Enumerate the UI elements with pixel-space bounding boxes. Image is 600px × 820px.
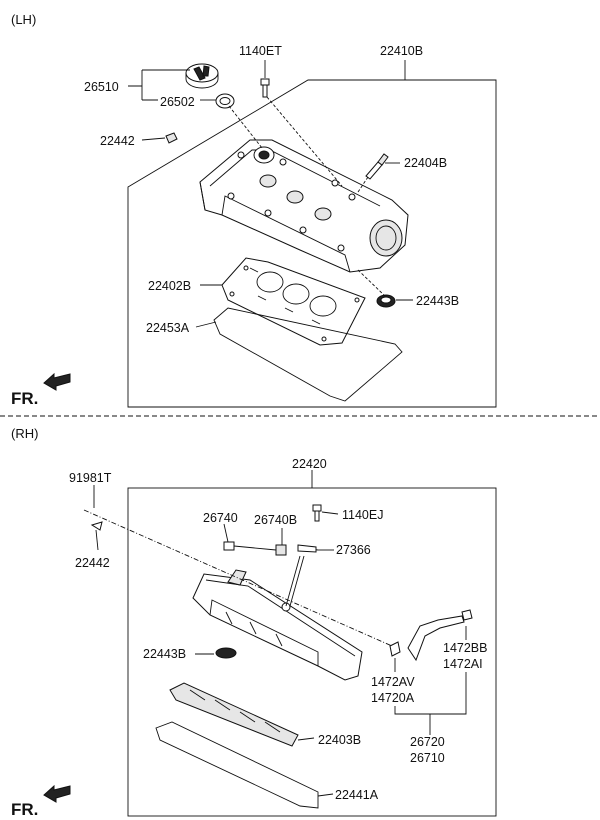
- filler-cap-seal: [215, 93, 235, 109]
- rh-plug-22442: [90, 521, 103, 531]
- front-arrow-icon-rh: [43, 784, 71, 803]
- label-26740B: 26740B: [254, 513, 297, 527]
- label-26720: 26720: [410, 735, 445, 749]
- label-1140EJ: 1140EJ: [342, 508, 383, 522]
- label-1472AV: 1472AV: [371, 675, 415, 689]
- label-22441A: 22441A: [335, 788, 379, 802]
- front-indicator-rh: FR.: [11, 800, 38, 819]
- lh-spark-plug-gasket-plate: [221, 257, 366, 346]
- label-26510: 26510: [84, 80, 119, 94]
- front-indicator-lh: FR.: [11, 389, 38, 408]
- lh-rocker-cover: [199, 139, 409, 273]
- label-27366: 27366: [336, 543, 371, 557]
- lh-leader-lines: [128, 60, 413, 328]
- label-22410B: 22410B: [380, 44, 423, 58]
- section-title-rh: (RH): [11, 426, 38, 441]
- label-26502: 26502: [160, 95, 195, 109]
- oil-filler-cap: [185, 63, 219, 89]
- label-22442-lh: 22442: [100, 134, 135, 148]
- label-91981T: 91981T: [69, 471, 112, 485]
- label-22443B-lh: 22443B: [416, 294, 459, 308]
- lh-cover-gasket: [213, 307, 403, 402]
- label-22402B: 22402B: [148, 279, 191, 293]
- lh-pcv-valve: [365, 153, 389, 180]
- label-22420: 22420: [292, 457, 327, 471]
- rh-pcv-hose-parts: [223, 541, 319, 556]
- front-arrow-icon-lh: [43, 372, 71, 391]
- label-22442-rh: 22442: [75, 556, 110, 570]
- label-22404B: 22404B: [404, 156, 447, 170]
- rh-cover-gasket: [155, 721, 319, 809]
- label-14720A: 14720A: [371, 691, 415, 705]
- lh-assembly-frame: [127, 79, 497, 408]
- label-26710: 26710: [410, 751, 445, 765]
- lh-bolt-1140ET: [260, 78, 270, 98]
- rh-leader-lines: [83, 470, 467, 797]
- label-1472AI: 1472AI: [443, 657, 483, 671]
- rh-breather-hose: [407, 609, 473, 662]
- rh-plug-seal-22443B: [215, 647, 237, 659]
- rh-bolt-1140EJ: [312, 504, 322, 522]
- label-22403B: 22403B: [318, 733, 361, 747]
- label-1472BB: 1472BB: [443, 641, 487, 655]
- rh-rocker-cover: [192, 569, 363, 681]
- label-1140ET: 1140ET: [239, 44, 282, 58]
- section-title-lh: (LH): [11, 12, 36, 27]
- rh-hose-clamp: [389, 641, 401, 657]
- rh-spark-plug-gasket-plate: [169, 682, 299, 747]
- label-26740: 26740: [203, 511, 238, 525]
- rh-breather-tube: [285, 555, 305, 607]
- label-22453A: 22453A: [146, 321, 190, 335]
- label-22443B-rh: 22443B: [143, 647, 186, 661]
- lh-plug-22442: [165, 132, 178, 144]
- lh-plug-seal-22443B: [376, 294, 396, 308]
